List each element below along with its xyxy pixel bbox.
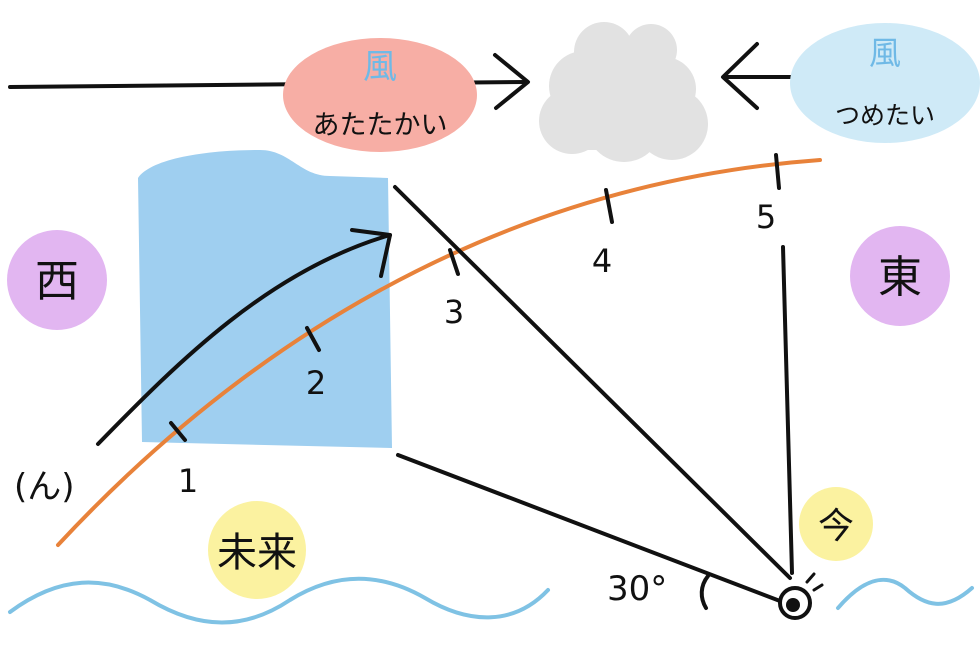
tick-label-4: 4 [592, 242, 612, 280]
wave-right [836, 577, 974, 610]
cloud-icon [539, 22, 708, 162]
sight-lines [393, 185, 794, 603]
tick-label-5: 5 [756, 198, 776, 236]
tick-1 [169, 421, 187, 442]
tick-4 [604, 188, 614, 224]
wave-left [8, 576, 550, 625]
tick-label-1: 1 [178, 462, 198, 500]
tick-2 [305, 326, 321, 352]
cold-wind-bubble [790, 23, 980, 143]
east-label: 東 [878, 252, 922, 303]
angle-arc [699, 574, 710, 610]
east-circle [850, 226, 950, 326]
tick-label-3: 3 [444, 293, 464, 331]
tick-label-2: 2 [306, 364, 326, 402]
tick-3 [448, 248, 460, 276]
west-label: 西 [35, 256, 79, 307]
now-label: 今 [818, 506, 854, 547]
movement-arrow [96, 228, 392, 446]
cold-wind-label: つめたい [835, 101, 935, 130]
tick-5 [774, 153, 781, 190]
west-circle [7, 230, 107, 330]
warm-wind-bubble [283, 38, 477, 152]
blue-block [138, 150, 392, 448]
path-label: (ん) [14, 467, 75, 507]
warm-wind-kanji: 風 [363, 47, 397, 87]
eye-icon [778, 572, 824, 620]
cold-wind-kanji: 風 [869, 34, 901, 72]
angle-label: 30° [607, 569, 667, 609]
tick-marks [169, 153, 781, 442]
now-circle [799, 487, 873, 561]
warm-wind-label: あたたかい [313, 110, 448, 141]
orange-arc [56, 158, 822, 547]
future-label: 未来 [217, 530, 297, 576]
future-circle [208, 501, 306, 599]
